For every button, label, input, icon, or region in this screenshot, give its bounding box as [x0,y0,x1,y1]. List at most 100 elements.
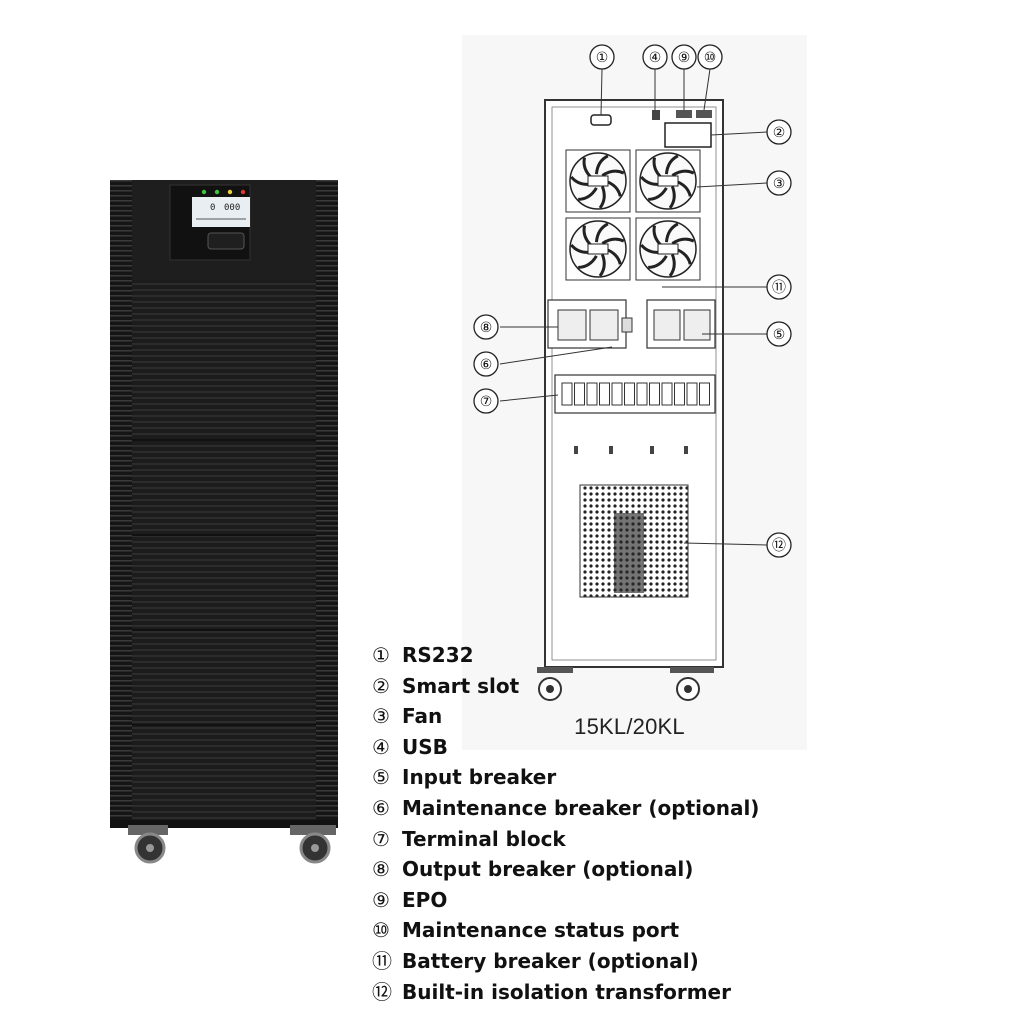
rear-caster-right [670,667,714,701]
callout-marker: ⑪ [766,274,792,300]
terminal-slot [699,382,710,406]
callout-number: ⑧ [480,320,493,336]
legend-text: Fan [402,704,443,729]
callout-marker: ⑧ [473,314,499,340]
legend-item: ④ USB [372,732,759,763]
status-led-yellow [227,189,233,195]
legend-number: ① [372,643,390,667]
legend-item: ① RS232 [372,640,759,671]
legend-number: ⑪ [372,948,392,973]
callout-number: ⑤ [773,327,786,343]
callout-marker: ① [589,44,615,70]
status-led-green [201,189,207,195]
legend-number: ② [372,673,390,698]
legend-item: ② Smart slot [372,671,759,702]
legend-item: ⑧ Output breaker (optional) [372,854,759,885]
legend-item: ⑨ EPO [372,885,759,916]
terminal-slot [599,382,610,406]
callout-marker: ⑫ [766,532,792,558]
terminal-slot [661,382,673,406]
legend-number: ⑤ [372,765,390,790]
terminal-slot [586,382,598,406]
terminal-slot [611,382,623,406]
fan-icon [565,217,631,281]
legend-text: EPO [402,887,448,912]
legend-text: Input breaker [402,765,557,790]
legend-number: ③ [372,704,390,729]
smart-slot [664,122,712,148]
callout-marker: ② [766,119,792,145]
legend-text: Built-in isolation transformer [402,979,731,1004]
rear-caster-left [537,667,573,701]
breaker-group-right [646,299,716,349]
right-side-vent [316,180,338,820]
terminal-slot [574,382,585,406]
legend-text: Smart slot [402,673,520,698]
legend-number: ④ [372,734,390,759]
status-led-red [240,189,246,195]
terminal-slot [649,382,660,406]
legend-text: Battery breaker (optional) [402,948,699,973]
terminal-slot [561,382,573,406]
fan-array [565,149,701,281]
callout-marker: ④ [642,44,668,70]
epo-port [676,110,692,118]
terminal-slot [674,382,685,406]
callout-marker: ⑨ [671,44,697,70]
breaker-group-left [547,299,633,349]
legend-text: USB [402,734,448,759]
legend-item: ⑤ Input breaker [372,762,759,793]
callout-marker: ⑥ [473,351,499,377]
lcd-reading-1: 0 [210,203,215,213]
terminal-slot [686,382,698,406]
callout-number: ② [773,125,786,141]
callout-number: ④ [649,50,662,66]
rs232-port [590,114,612,126]
callout-number: ⑫ [772,538,786,554]
lcd-reading-2: 000 [224,203,240,213]
caster-wheel-left [128,825,168,864]
callout-marker: ⑦ [473,388,499,414]
callout-number: ⑪ [772,280,786,296]
callout-number: ① [596,50,609,66]
callout-number: ⑦ [480,394,493,410]
fan-icon [635,217,701,281]
legend-number: ⑦ [372,826,390,851]
legend-number: ⑨ [372,887,390,912]
terminal-slot [636,382,648,406]
caster-wheel-right [290,825,336,864]
callout-number: ③ [773,176,786,192]
legend-text: Maintenance breaker (optional) [402,795,760,820]
legend-item: ③ Fan [372,701,759,732]
ups-front-photo: 0 000 [110,180,338,864]
model-label: 15KL/20KL [574,714,685,739]
isolation-transformer [614,513,644,593]
fan-icon [635,149,701,213]
callout-number: ⑨ [678,50,691,66]
left-side-vent [110,180,132,820]
usb-port [652,110,660,120]
terminal-slot [624,382,635,406]
legend-item: ⑥ Maintenance breaker (optional) [372,793,759,824]
lcd-screen [192,197,250,227]
callout-marker: ③ [766,170,792,196]
status-led-green-2 [214,189,220,195]
legend-number: ⑥ [372,795,390,820]
callout-marker: ⑩ [697,44,723,70]
callout-lines [499,68,768,546]
legend-number: ⑩ [372,918,390,943]
control-buttons [207,232,245,250]
legend-text: RS232 [402,643,474,667]
legend-text: Output breaker (optional) [402,857,694,882]
callout-number: ⑩ [704,50,717,66]
callout-marker: ⑤ [766,321,792,347]
legend-item: ⑪ Battery breaker (optional) [372,946,759,977]
front-grill [132,280,316,820]
fan-icon [565,149,631,213]
callout-number: ⑥ [480,357,493,373]
legend-number: ⑧ [372,857,390,882]
